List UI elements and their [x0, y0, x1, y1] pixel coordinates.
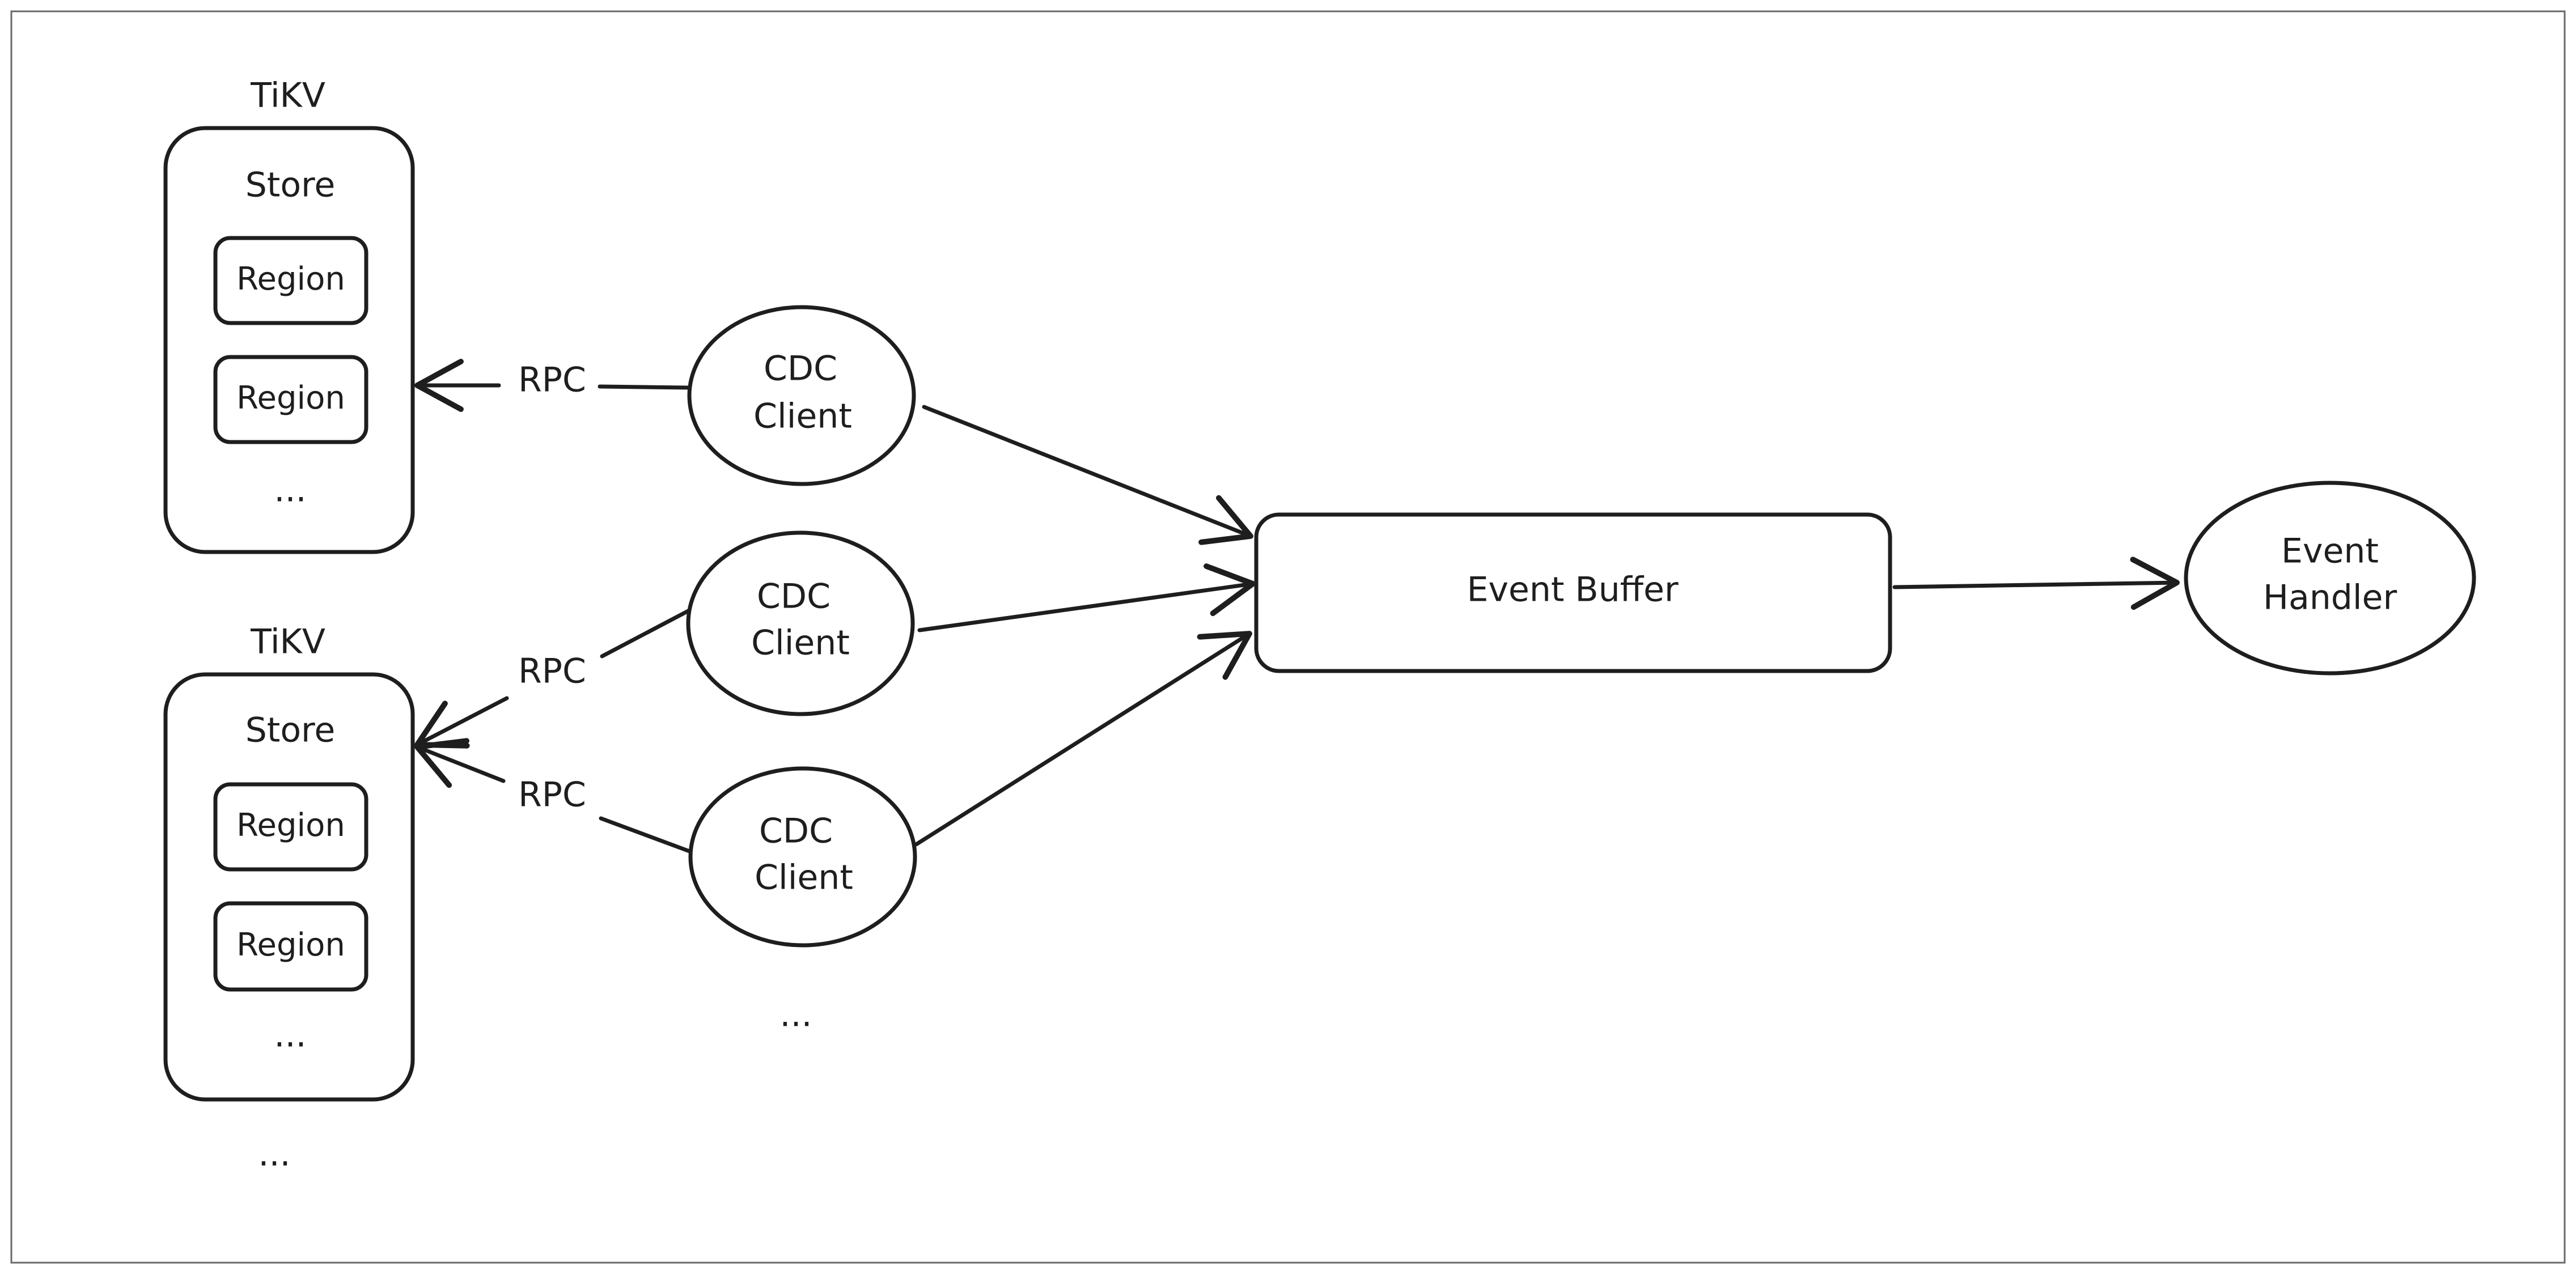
rpc-arrow-3: RPC — [414, 738, 692, 853]
buffer-to-handler-arrow — [1892, 557, 2180, 610]
svg-text:Event: Event — [2281, 532, 2379, 571]
region-box: Region — [213, 355, 368, 444]
event-buffer-label: Event Buffer — [1467, 570, 1678, 610]
svg-text:CDC: CDC — [757, 577, 831, 617]
client-to-buffer-arrow — [914, 631, 1252, 847]
svg-text:Client: Client — [753, 397, 852, 436]
store-label: Store — [245, 165, 336, 205]
svg-text:Region: Region — [236, 261, 345, 298]
cdc-client-1: CDC Client — [687, 305, 916, 486]
rpc-label: RPC — [518, 360, 586, 400]
cdc-client-3: CDC Client — [688, 766, 917, 948]
svg-text:CDC: CDC — [764, 349, 837, 389]
rpc-arrow-2: RPC — [414, 609, 690, 749]
client-to-buffer-arrow — [917, 563, 1256, 632]
cdc-client-2: CDC Client — [686, 530, 915, 716]
diagram-frame — [10, 10, 2566, 1264]
tikv-node-1: TiKV Store Region Region ... — [163, 76, 415, 554]
region-box: Region — [213, 782, 368, 872]
tikv-title: TiKV — [250, 76, 325, 116]
rpc-label: RPC — [518, 652, 586, 691]
region-box: Region — [213, 236, 368, 325]
event-handler: Event Handler — [2184, 481, 2476, 676]
svg-text:Client: Client — [755, 858, 853, 898]
more-regions-ellipsis: ... — [274, 1016, 306, 1055]
rpc-label: RPC — [518, 775, 586, 815]
client-to-buffer-arrow — [922, 405, 1253, 545]
tikv-node-2: TiKV Store Region Region ... — [163, 622, 415, 1102]
tikv-title: TiKV — [250, 622, 325, 662]
svg-text:Region: Region — [236, 380, 345, 417]
svg-text:Region: Region — [236, 807, 345, 844]
more-clients-ellipsis: ... — [779, 995, 812, 1035]
svg-text:Client: Client — [751, 623, 850, 663]
more-tikv-ellipsis: ... — [258, 1135, 290, 1174]
region-box: Region — [213, 901, 368, 992]
rpc-arrow-1: RPC — [414, 359, 690, 412]
svg-text:Region: Region — [236, 927, 345, 963]
more-regions-ellipsis: ... — [274, 470, 306, 510]
svg-text:Handler: Handler — [2263, 578, 2397, 618]
svg-text:CDC: CDC — [759, 812, 833, 851]
tikv-store-box — [163, 672, 415, 1102]
tikv-store-box — [163, 126, 415, 554]
store-label: Store — [245, 711, 336, 750]
event-buffer: Event Buffer — [1254, 512, 1892, 673]
